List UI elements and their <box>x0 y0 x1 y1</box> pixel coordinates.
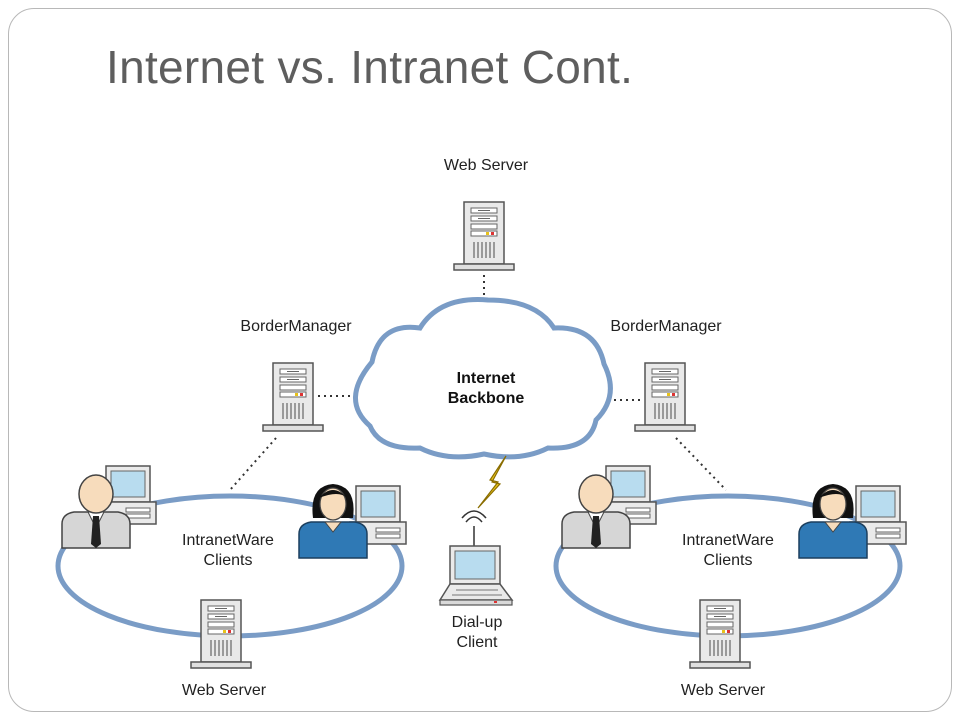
dialup-label-line2: Client <box>457 634 498 651</box>
cloud-label-line2: Backbone <box>448 390 525 407</box>
left-border-manager-server-icon <box>262 362 324 432</box>
right-border-manager-label: BorderManager <box>610 318 722 335</box>
dotted-connectors <box>229 275 727 491</box>
left-border-manager-label: BorderManager <box>240 318 352 335</box>
slide-title: Internet vs. Intranet Cont. <box>106 41 634 93</box>
dial-up-laptop-icon <box>438 545 514 606</box>
lightning-icon <box>477 455 507 509</box>
wireless-signal-icon <box>461 510 487 546</box>
dialup-label-line1: Dial-up <box>452 614 503 631</box>
left-clients-label-line1: IntranetWare <box>182 532 274 549</box>
top-web-server-label: Web Server <box>444 157 529 174</box>
cloud-label-line1: Internet <box>457 370 516 387</box>
top-web-server-icon <box>453 201 515 271</box>
left-clients-label-line2: Clients <box>204 552 253 569</box>
right-bottom-web-server-label: Web Server <box>681 682 766 699</box>
right-clients-label-line1: IntranetWare <box>682 532 774 549</box>
right-clients-label-line2: Clients <box>704 552 753 569</box>
left-bottom-web-server-label: Web Server <box>182 682 267 699</box>
right-border-manager-server-icon <box>634 362 696 432</box>
internet-backbone-cloud-icon <box>353 297 613 460</box>
